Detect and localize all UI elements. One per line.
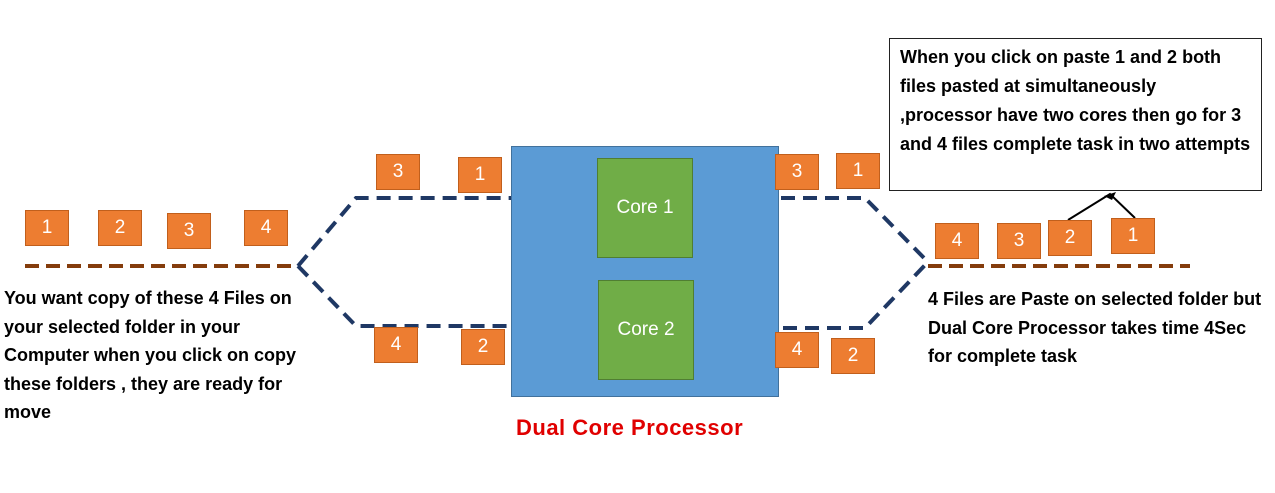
output-file-4: 4 bbox=[935, 223, 979, 259]
input-file-2: 2 bbox=[98, 210, 142, 246]
core1-incoming-file-1: 1 bbox=[458, 157, 502, 193]
core2-outgoing-file-4: 4 bbox=[775, 332, 819, 368]
core2-incoming-file-4: 4 bbox=[374, 327, 418, 363]
output-file-3: 3 bbox=[997, 223, 1041, 259]
processor-caption: Dual Core Processor bbox=[516, 415, 744, 440]
callout-pointer-tip bbox=[1104, 192, 1116, 200]
left-note: You want copy of these 4 Files on your s… bbox=[4, 288, 297, 422]
core2-input-path bbox=[296, 264, 511, 328]
input-file-1: 1 bbox=[25, 210, 69, 246]
input-file-3: 3 bbox=[167, 213, 211, 249]
core-1: Core 1 bbox=[597, 158, 693, 258]
callout-text: When you click on paste 1 and 2 both fil… bbox=[900, 47, 1251, 154]
core1-outgoing-file-3: 3 bbox=[775, 154, 819, 190]
core1-input-path bbox=[296, 196, 511, 268]
callout-pointer bbox=[1067, 192, 1136, 221]
right-note: 4 Files are Paste on selected folder but… bbox=[928, 289, 1262, 366]
input-file-4: 4 bbox=[244, 210, 288, 246]
core1-incoming-file-3: 3 bbox=[376, 154, 420, 190]
dual-core-processor: Core 1 Core 2 bbox=[511, 146, 779, 397]
core1-outgoing-file-1: 1 bbox=[836, 153, 880, 189]
core-1-label: Core 1 bbox=[616, 197, 674, 218]
core-2-label: Core 2 bbox=[617, 319, 675, 340]
core-2: Core 2 bbox=[598, 280, 694, 380]
core2-outgoing-file-2: 2 bbox=[831, 338, 875, 374]
output-file-2: 2 bbox=[1048, 220, 1092, 256]
core2-incoming-file-2: 2 bbox=[461, 329, 505, 365]
output-file-1: 1 bbox=[1111, 218, 1155, 254]
callout-box: When you click on paste 1 and 2 both fil… bbox=[889, 38, 1262, 191]
